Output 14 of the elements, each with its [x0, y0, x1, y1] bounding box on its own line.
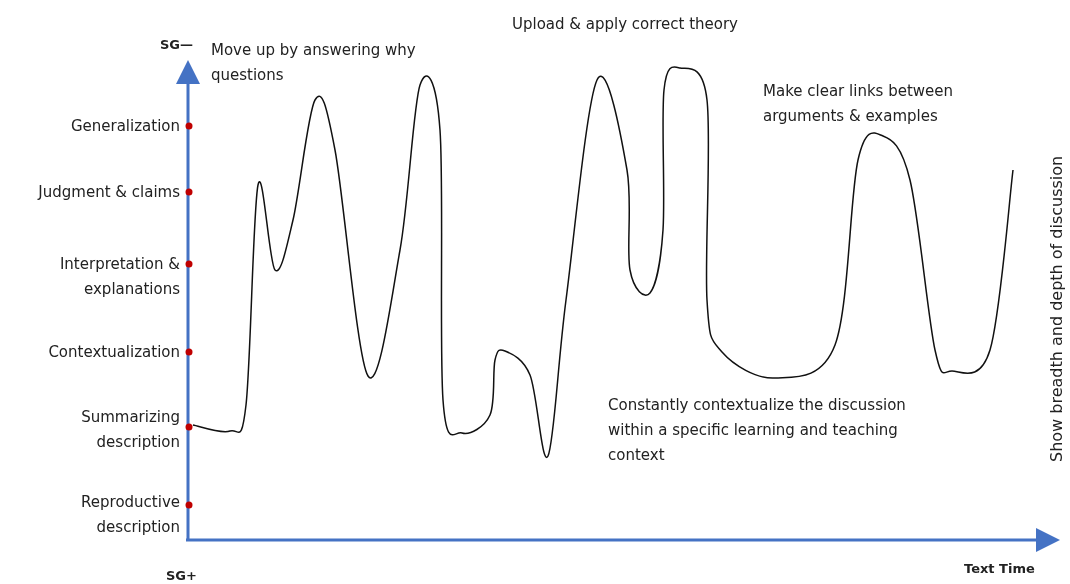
annotation: Make clear links between arguments & examples — [763, 81, 955, 127]
level-label: Contextualization — [47, 342, 180, 363]
level-label: Judgment & claims — [36, 182, 180, 203]
annotation: Constantly contextualize the discussion within a specific learning and teaching context — [608, 395, 907, 466]
level-label: Generalization — [69, 116, 180, 137]
axis-end-label: SG+ — [166, 567, 198, 584]
axis-title: Show breadth and depth of discussion — [1046, 155, 1067, 462]
axis-title: Text Time — [964, 560, 1036, 578]
axis-end-label: SG— — [160, 36, 195, 54]
level-label: Summarizing description — [80, 407, 180, 453]
annotation: Upload & apply correct theory — [512, 14, 739, 35]
level-label: Interpretation & explanations — [58, 254, 180, 300]
annotation: Move up by answering why questions — [211, 40, 417, 86]
level-label: Reproductive description — [80, 492, 180, 538]
